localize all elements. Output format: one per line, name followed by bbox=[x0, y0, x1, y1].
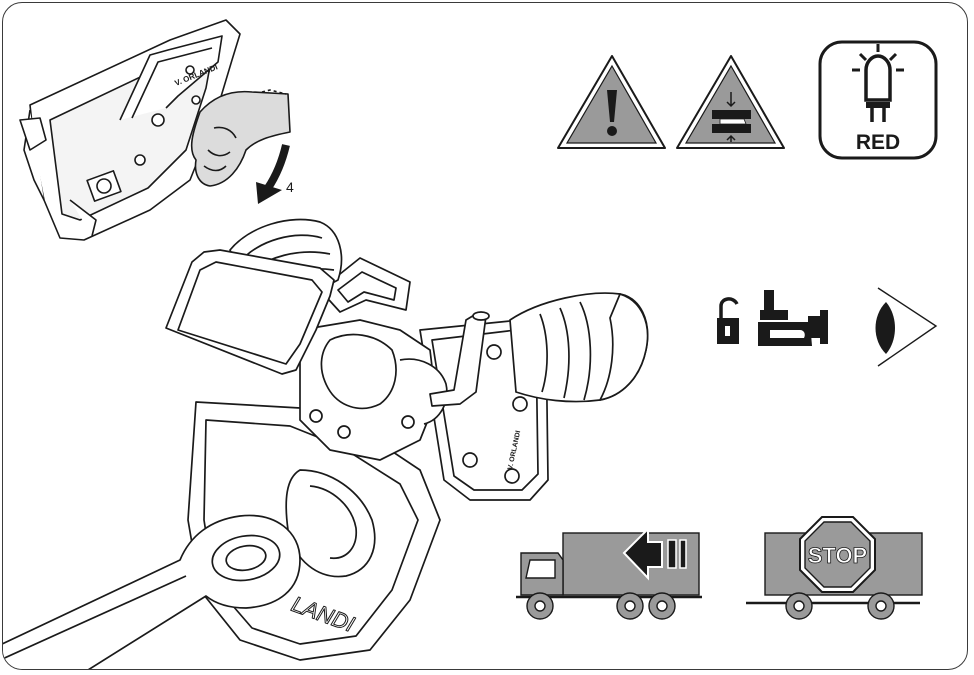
warning-exclamation-icon bbox=[558, 56, 665, 148]
truck-reverse-icon bbox=[516, 529, 702, 619]
red-indicator-lamp-icon: RED bbox=[820, 42, 936, 158]
indicator-label: RED bbox=[856, 131, 900, 154]
coupling-jaw-icon bbox=[758, 290, 828, 346]
step-number: 4 bbox=[286, 179, 294, 195]
unlock-padlock-icon bbox=[717, 299, 739, 344]
eye-inspection-icon bbox=[876, 288, 937, 366]
hand-lever-inset: V. ORLANDI bbox=[20, 20, 290, 240]
trailer-stop-icon: STOP bbox=[746, 517, 922, 619]
step-arrow: 4 bbox=[256, 145, 294, 204]
crush-hazard-warning-icon bbox=[677, 56, 784, 148]
drawbar-eye bbox=[0, 515, 300, 675]
stop-sign-text: STOP bbox=[808, 543, 868, 568]
